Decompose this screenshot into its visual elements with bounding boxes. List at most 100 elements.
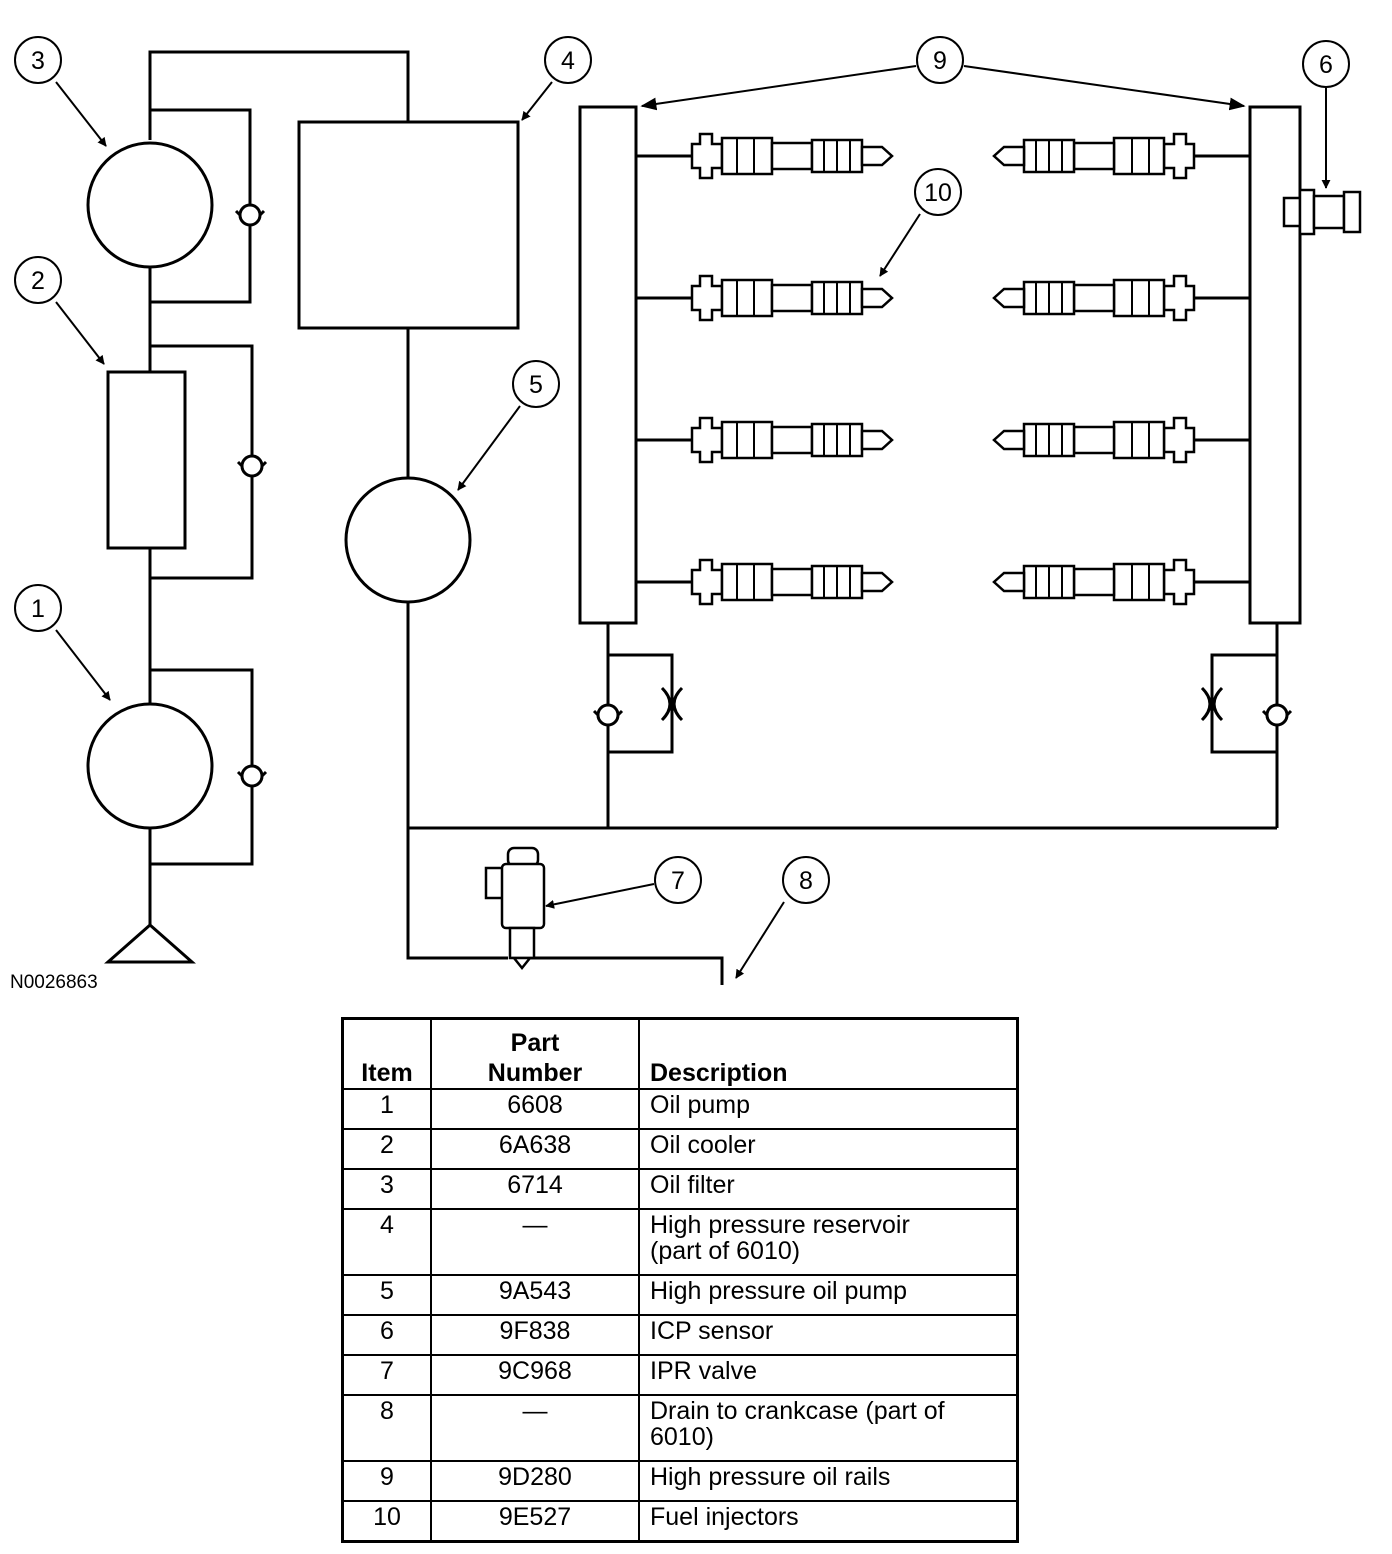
svg-text:7: 7 bbox=[671, 867, 685, 895]
callout-4: 4 bbox=[544, 36, 592, 84]
parts-table: Item Part Number Description 1 6608 Oil … bbox=[341, 1017, 1019, 1543]
cell-item: 8 bbox=[341, 1394, 432, 1462]
callout-8: 8 bbox=[782, 856, 830, 904]
cell-part-number: 6608 bbox=[430, 1088, 640, 1130]
oil-pump bbox=[86, 702, 214, 830]
check-valve-left-rail bbox=[592, 703, 624, 727]
cell-part-number: 9F838 bbox=[430, 1314, 640, 1356]
oil-system-diagram: 1 2 3 4 5 6 7 8 9 10 bbox=[14, 36, 1362, 985]
cell-description: IPR valve bbox=[638, 1354, 1019, 1396]
fuel-injector bbox=[690, 558, 894, 606]
figure-id: N0026863 bbox=[10, 972, 98, 993]
table-header-row: Item Part Number Description bbox=[341, 1017, 1019, 1090]
orifice-right-rail bbox=[1200, 686, 1224, 722]
table-row: 6 9F838 ICP sensor bbox=[341, 1314, 1019, 1356]
cell-description-line1: High pressure reservoir bbox=[650, 1211, 910, 1239]
check-valve-filter bbox=[234, 203, 266, 227]
cell-item: 7 bbox=[341, 1354, 432, 1396]
oil-rail-left bbox=[578, 105, 638, 625]
svg-text:10: 10 bbox=[924, 179, 952, 207]
orifice-left-rail bbox=[660, 686, 684, 722]
svg-text:8: 8 bbox=[799, 867, 813, 895]
table-row: 4 — High pressure reservoir (part of 601… bbox=[341, 1208, 1019, 1276]
svg-text:1: 1 bbox=[31, 595, 45, 623]
cell-part-number: 9C968 bbox=[430, 1354, 640, 1396]
cell-item: 4 bbox=[341, 1208, 432, 1276]
high-pressure-reservoir bbox=[297, 120, 520, 330]
cell-item: 5 bbox=[341, 1274, 432, 1316]
header-part-number-line2: Number bbox=[487, 1059, 583, 1087]
cell-description: High pressure reservoir (part of 6010) bbox=[638, 1208, 1019, 1276]
cell-part-number: 9D280 bbox=[430, 1460, 640, 1502]
cell-description: Fuel injectors bbox=[638, 1500, 1019, 1543]
callout-1: 1 bbox=[14, 584, 62, 632]
oil-rail-right bbox=[1248, 105, 1302, 625]
oil-cooler bbox=[106, 370, 187, 550]
ipr-valve bbox=[484, 846, 546, 971]
cell-part-number: 9E527 bbox=[430, 1500, 640, 1543]
cell-description: Drain to crankcase (part of 6010) bbox=[638, 1394, 1019, 1462]
svg-text:9: 9 bbox=[933, 47, 947, 75]
check-valve-right-rail bbox=[1261, 703, 1293, 727]
callout-2: 2 bbox=[14, 256, 62, 304]
cell-description: Oil filter bbox=[638, 1168, 1019, 1210]
fuel-injector bbox=[992, 132, 1196, 180]
cell-description-line1: Drain to crankcase (part of bbox=[650, 1397, 945, 1425]
callout-5: 5 bbox=[512, 360, 560, 408]
cell-description: ICP sensor bbox=[638, 1314, 1019, 1356]
svg-text:6: 6 bbox=[1319, 51, 1333, 79]
cell-part-number: 6A638 bbox=[430, 1128, 640, 1170]
callout-3: 3 bbox=[14, 36, 62, 84]
table-row: 1 6608 Oil pump bbox=[341, 1088, 1019, 1130]
fuel-injector bbox=[992, 416, 1196, 464]
cell-part-number: — bbox=[430, 1394, 640, 1462]
callout-7: 7 bbox=[654, 856, 702, 904]
svg-text:4: 4 bbox=[561, 47, 575, 75]
table-row: 5 9A543 High pressure oil pump bbox=[341, 1274, 1019, 1316]
fuel-injector bbox=[690, 274, 894, 322]
svg-text:2: 2 bbox=[31, 267, 45, 295]
fuel-injector bbox=[992, 558, 1196, 606]
oil-filter bbox=[86, 141, 214, 269]
table-row: 3 6714 Oil filter bbox=[341, 1168, 1019, 1210]
fuel-injector bbox=[690, 416, 894, 464]
table-row: 8 — Drain to crankcase (part of 6010) bbox=[341, 1394, 1019, 1462]
sump-triangle bbox=[104, 923, 196, 964]
cell-part-number: 6714 bbox=[430, 1168, 640, 1210]
callout-6: 6 bbox=[1302, 40, 1350, 88]
header-description: Description bbox=[638, 1017, 1019, 1090]
table-row: 2 6A638 Oil cooler bbox=[341, 1128, 1019, 1170]
callout-9: 9 bbox=[916, 36, 964, 84]
cell-item: 10 bbox=[341, 1500, 432, 1543]
header-item: Item bbox=[341, 1017, 432, 1090]
header-part-number: Part Number bbox=[430, 1017, 640, 1090]
table-row: 9 9D280 High pressure oil rails bbox=[341, 1460, 1019, 1502]
cell-item: 6 bbox=[341, 1314, 432, 1356]
cell-description-line2: 6010) bbox=[650, 1423, 714, 1451]
rail-branch-lines bbox=[606, 154, 1279, 828]
table-row: 10 9E527 Fuel injectors bbox=[341, 1500, 1019, 1543]
cell-description-line2: (part of 6010) bbox=[650, 1237, 801, 1265]
fuel-injector bbox=[690, 132, 894, 180]
icp-sensor bbox=[1282, 188, 1362, 236]
fuel-injector bbox=[992, 274, 1196, 322]
high-pressure-oil-pump bbox=[344, 476, 472, 604]
cell-description: High pressure oil rails bbox=[638, 1460, 1019, 1502]
cell-item: 2 bbox=[341, 1128, 432, 1170]
table-row: 7 9C968 IPR valve bbox=[341, 1354, 1019, 1396]
cell-description: High pressure oil pump bbox=[638, 1274, 1019, 1316]
cell-description: Oil pump bbox=[638, 1088, 1019, 1130]
callout-10: 10 bbox=[914, 168, 962, 216]
callout-leaders bbox=[55, 65, 1331, 979]
cell-item: 1 bbox=[341, 1088, 432, 1130]
cell-part-number: 9A543 bbox=[430, 1274, 640, 1316]
cell-description: Oil cooler bbox=[638, 1128, 1019, 1170]
header-part-number-line1: Part bbox=[510, 1029, 560, 1057]
cell-item: 9 bbox=[341, 1460, 432, 1502]
svg-text:5: 5 bbox=[529, 371, 543, 399]
svg-text:3: 3 bbox=[31, 47, 45, 75]
cell-part-number: — bbox=[430, 1208, 640, 1276]
check-valve-cooler bbox=[236, 454, 268, 478]
cell-item: 3 bbox=[341, 1168, 432, 1210]
check-valve-pump bbox=[236, 764, 268, 788]
